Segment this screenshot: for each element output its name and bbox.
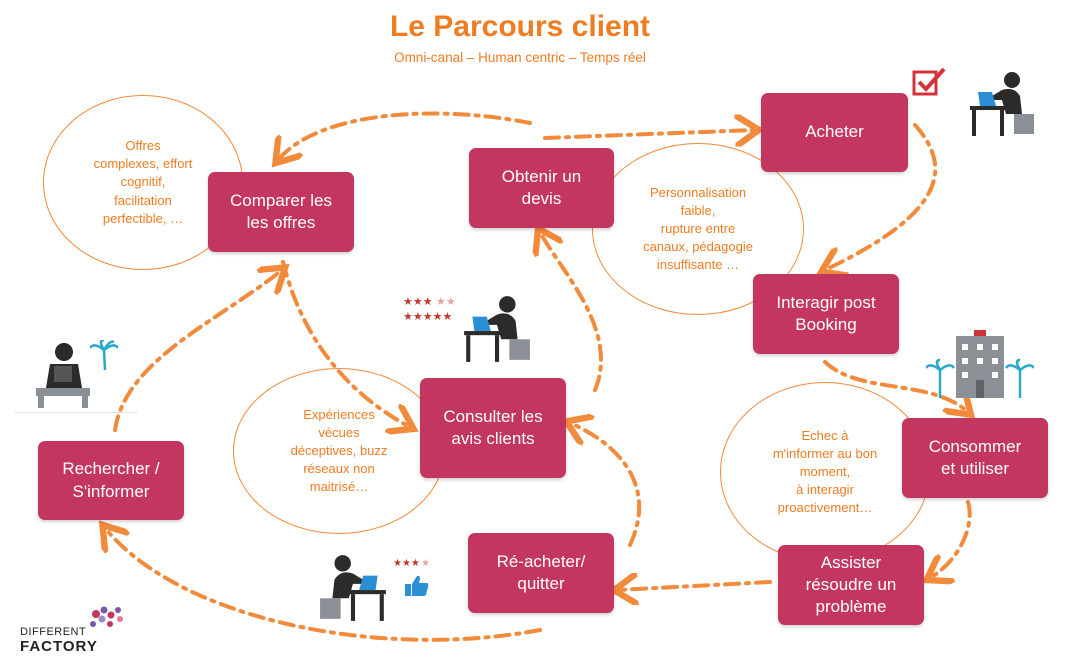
svg-text:★★: ★★: [436, 295, 456, 308]
step-reacheter-quitter: Ré-acheter/ quitter: [468, 533, 614, 613]
person-reading-icon: [36, 343, 90, 408]
step-interagir-post-booking: Interagir post Booking: [753, 274, 899, 354]
different-factory-logo: [90, 606, 123, 627]
divider: [14, 412, 138, 413]
person-laptop-icon: [464, 296, 530, 362]
arrow-devis-to-comparer: [278, 111, 532, 160]
arrow-comparer-consulter: [281, 260, 410, 427]
svg-text:★: ★: [421, 558, 430, 569]
step-comparer-offres: Comparer les les offres: [208, 172, 354, 252]
svg-text:★★★: ★★★: [393, 558, 420, 569]
page-title: Le Parcours client: [389, 10, 651, 43]
arrow-consulter-devis: [540, 232, 603, 392]
rating-stars-icon: ★★★ ★★ ★★★★★: [403, 295, 456, 323]
logo-line2: FACTORY: [20, 637, 98, 655]
arrow-reacheter-consulter: [570, 423, 642, 547]
step-obtenir-devis: Obtenir un devis: [469, 148, 614, 228]
step-consommer-utiliser: Consommer et utiliser: [902, 418, 1048, 498]
arrow-rechercher-comparer: [113, 270, 282, 432]
logo-line1: DIFFERENT: [20, 626, 87, 638]
svg-text:★★★★★: ★★★★★: [403, 310, 452, 323]
step-rechercher-informer: Rechercher / S'informer: [38, 441, 184, 520]
person-laptop-icon: [320, 555, 386, 621]
rating-stars-icon: ★★★ ★: [393, 558, 430, 569]
step-acheter: Acheter: [761, 93, 908, 172]
checkbox-icon: [912, 67, 946, 96]
hotel-icon: [926, 330, 1034, 398]
pain-point-experiences: Expériences vécues déceptives, buzz rése…: [233, 368, 445, 534]
arrow-consommer-assister: [930, 500, 972, 578]
palm-tree-icon: [90, 340, 118, 370]
arrow-interagir-consommer: [823, 360, 968, 412]
arrow-acheter-interagir: [825, 123, 938, 270]
svg-text:★★★: ★★★: [403, 295, 433, 308]
step-assister-resoudre: Assister résoudre un problème: [778, 545, 924, 625]
pain-point-personnalisation: Personnalisation faible, rupture entre c…: [592, 143, 804, 315]
thumbs-up-icon: [405, 575, 429, 596]
page-subtitle: Omni-canal – Human centric – Temps réel: [394, 50, 646, 65]
arrow-devis-acheter: [543, 130, 755, 138]
step-consulter-avis: Consulter les avis clients: [420, 378, 566, 478]
arrow-reacheter-rechercher: [105, 528, 542, 642]
logo-text: DIFFERENT FACTORY: [20, 626, 98, 655]
person-laptop-icon: [970, 72, 1034, 136]
arrow-assister-reacheter: [618, 582, 772, 590]
